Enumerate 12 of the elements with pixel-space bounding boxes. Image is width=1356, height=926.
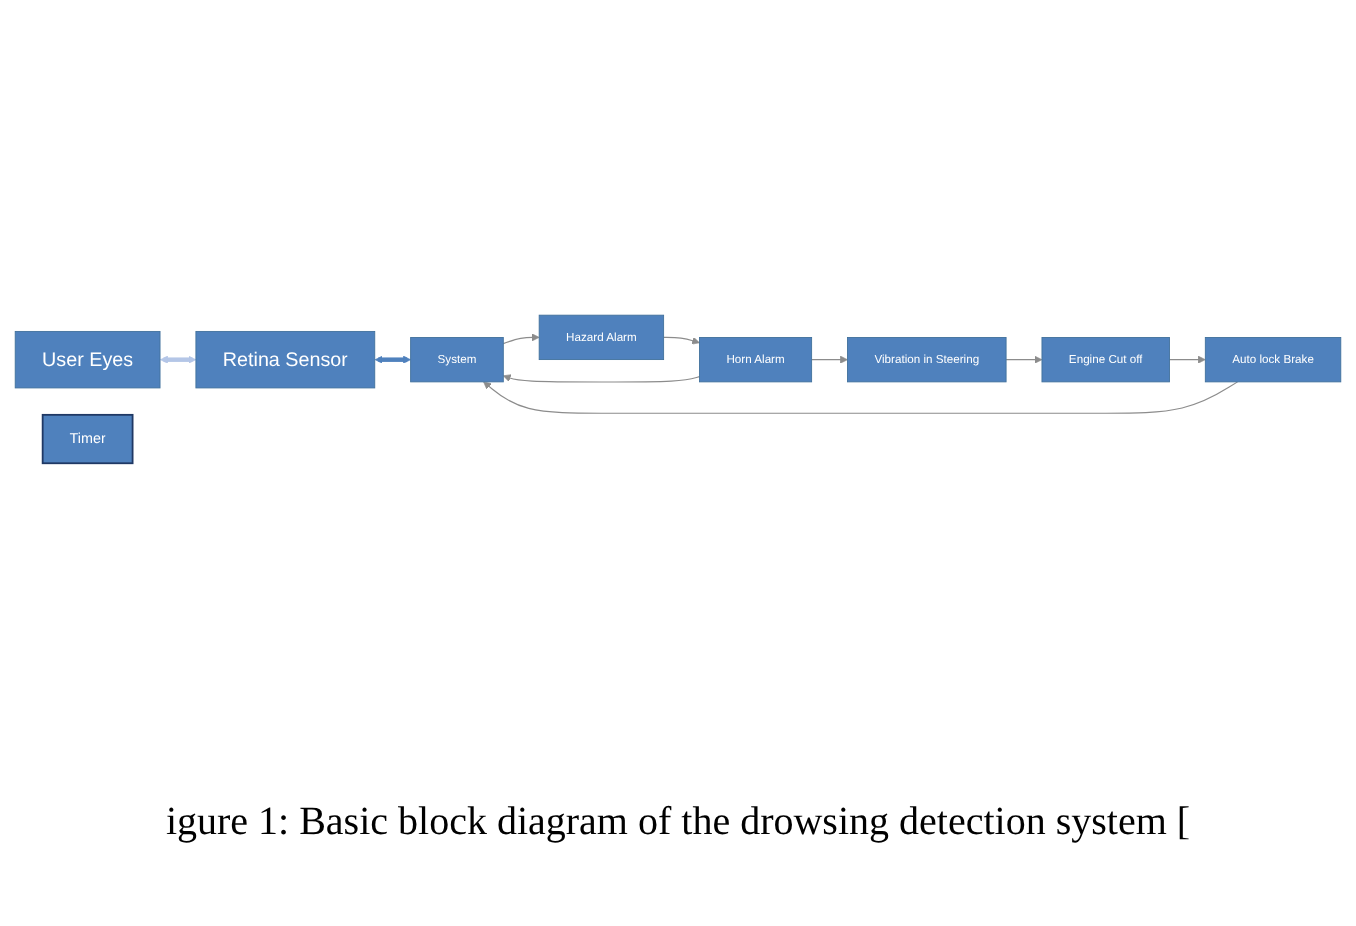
arrow	[1005, 356, 1043, 365]
arrow	[663, 337, 700, 346]
arrow	[160, 356, 197, 365]
arrow	[483, 382, 1239, 415]
arrow	[502, 375, 701, 384]
arrow	[374, 356, 411, 365]
node-box: User Eyes	[14, 331, 161, 390]
figure-caption: igure 1: Basic block diagram of the drowsing detection system [	[165, 800, 1191, 846]
arrow	[1168, 356, 1206, 365]
arrow	[811, 356, 848, 365]
node-box: Retina Sensor	[195, 331, 376, 390]
arrow	[502, 334, 540, 345]
